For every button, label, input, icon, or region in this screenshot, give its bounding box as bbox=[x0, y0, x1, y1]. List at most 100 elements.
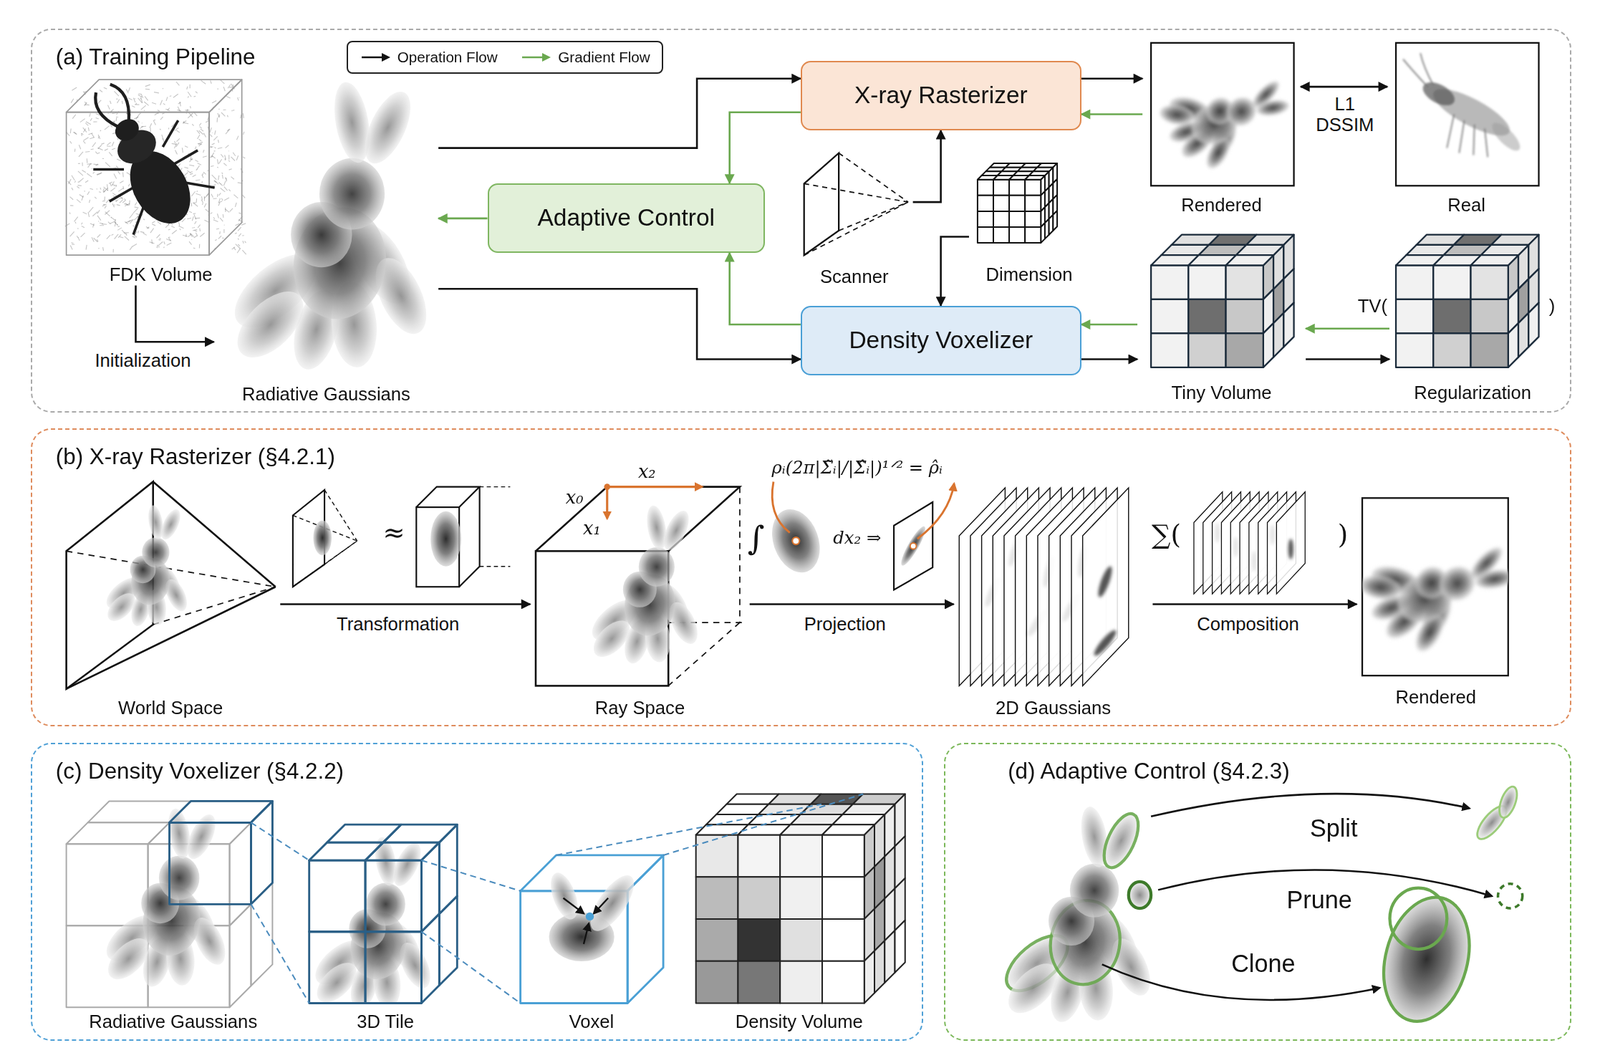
noise-stroke bbox=[151, 221, 155, 223]
noise-stroke bbox=[158, 246, 159, 248]
noise-stroke bbox=[217, 213, 220, 218]
noise-stroke bbox=[90, 118, 92, 122]
noise-stroke bbox=[114, 219, 117, 223]
noise-stroke bbox=[237, 238, 240, 240]
noise-stroke bbox=[115, 184, 117, 187]
legend-text: Operation Flow bbox=[397, 48, 498, 66]
projected-gaussian bbox=[1091, 627, 1119, 658]
clone-gaussian bbox=[1390, 888, 1448, 949]
noise-stroke bbox=[117, 225, 120, 227]
voxel-cell bbox=[365, 860, 422, 932]
voxel-cell bbox=[993, 211, 1010, 228]
figure-node: Regularization bbox=[1389, 229, 1556, 404]
voxel-cell bbox=[229, 822, 252, 926]
voxel-cell bbox=[1471, 333, 1509, 367]
noise-stroke bbox=[195, 179, 201, 181]
noise-stroke bbox=[184, 166, 188, 168]
noise-stroke bbox=[95, 151, 97, 154]
noise-stroke bbox=[218, 108, 220, 110]
annotation-label: ∫ bbox=[747, 520, 765, 557]
noise-stroke bbox=[102, 200, 104, 202]
noise-stroke bbox=[197, 163, 202, 166]
noise-stroke bbox=[116, 158, 121, 161]
voxel-cell bbox=[696, 961, 739, 1004]
annotation-label: x₂ bbox=[638, 461, 657, 482]
noise-stroke bbox=[166, 242, 172, 245]
noise-stroke bbox=[70, 98, 74, 104]
noise-stroke bbox=[93, 121, 97, 122]
rendered-image bbox=[1150, 42, 1294, 185]
noise-stroke bbox=[99, 89, 103, 92]
noise-stroke bbox=[223, 224, 225, 226]
noise-stroke bbox=[71, 87, 77, 91]
noise-stroke bbox=[219, 231, 221, 235]
noise-stroke bbox=[236, 136, 239, 141]
caption-text: Radiative Gaussians bbox=[242, 383, 411, 405]
voxel-cell bbox=[864, 951, 875, 1004]
noise-stroke bbox=[224, 186, 228, 191]
flow-arrow bbox=[1305, 327, 1390, 330]
noise-stroke bbox=[113, 174, 117, 180]
voxel-cell bbox=[520, 855, 664, 891]
voxel-cell bbox=[66, 79, 243, 113]
noise-stroke bbox=[232, 247, 235, 250]
gaussian-figure bbox=[996, 804, 1159, 1026]
noise-stroke bbox=[223, 180, 226, 186]
figure-node: Scanner bbox=[795, 147, 914, 288]
noise-stroke bbox=[242, 194, 245, 198]
noise-stroke bbox=[199, 244, 200, 249]
noise-stroke bbox=[191, 123, 194, 126]
voxel-cell bbox=[365, 842, 440, 861]
noise-stroke bbox=[90, 223, 95, 225]
gaussian-ellipse bbox=[1473, 567, 1509, 591]
leader-line bbox=[605, 487, 609, 519]
gaussian-ellipse bbox=[181, 810, 222, 864]
figure-node: FDK Volume bbox=[63, 75, 260, 286]
box-label: X-ray Rasterizer bbox=[854, 81, 1028, 109]
voxel-cell bbox=[1009, 179, 1025, 196]
noise-stroke bbox=[103, 186, 109, 191]
noise-stroke bbox=[122, 171, 124, 177]
voxel-cell bbox=[822, 824, 875, 835]
voxel-cell bbox=[1009, 211, 1025, 228]
annotation-label: Split bbox=[1309, 815, 1358, 843]
beetle-mandible bbox=[90, 80, 137, 132]
noise-stroke bbox=[151, 102, 157, 104]
voxel-cell bbox=[1518, 312, 1529, 358]
noise-stroke bbox=[103, 87, 107, 89]
noise-stroke bbox=[210, 212, 213, 215]
voxel-cell bbox=[1471, 254, 1519, 265]
noise-stroke bbox=[236, 155, 239, 160]
noise-stroke bbox=[243, 131, 245, 135]
noise-stroke bbox=[105, 199, 110, 204]
leader-line bbox=[535, 487, 740, 552]
noise-stroke bbox=[110, 125, 113, 128]
noise-stroke bbox=[138, 112, 142, 115]
noise-stroke bbox=[69, 211, 71, 214]
noise-stroke bbox=[118, 197, 124, 199]
voxel-cell bbox=[309, 860, 366, 932]
voxel-cell bbox=[1433, 333, 1471, 367]
noise-stroke bbox=[197, 224, 201, 228]
flow-arrow bbox=[1305, 358, 1390, 361]
annotation-label: x₀ bbox=[565, 487, 584, 508]
noise-stroke bbox=[76, 199, 81, 203]
noise-stroke bbox=[106, 142, 111, 146]
panel-heading: (d) Adaptive Control (§4.2.3) bbox=[1007, 758, 1290, 785]
voxel-cell bbox=[229, 903, 252, 1007]
voxel-cell bbox=[822, 876, 865, 919]
noise-stroke bbox=[80, 118, 86, 123]
noise-stroke bbox=[189, 171, 193, 173]
figure-node: Voxel bbox=[514, 846, 669, 1033]
noise-stroke bbox=[164, 241, 165, 245]
noise-stroke bbox=[113, 204, 116, 205]
beetle-leg bbox=[173, 150, 199, 165]
formula-arc bbox=[772, 481, 790, 533]
noise-stroke bbox=[242, 234, 245, 236]
noise-stroke bbox=[224, 207, 226, 212]
noise-stroke bbox=[227, 115, 229, 118]
noise-stroke bbox=[217, 166, 218, 168]
voxel-cell bbox=[1226, 333, 1264, 367]
noise-stroke bbox=[106, 234, 111, 239]
real-image bbox=[1403, 52, 1525, 157]
